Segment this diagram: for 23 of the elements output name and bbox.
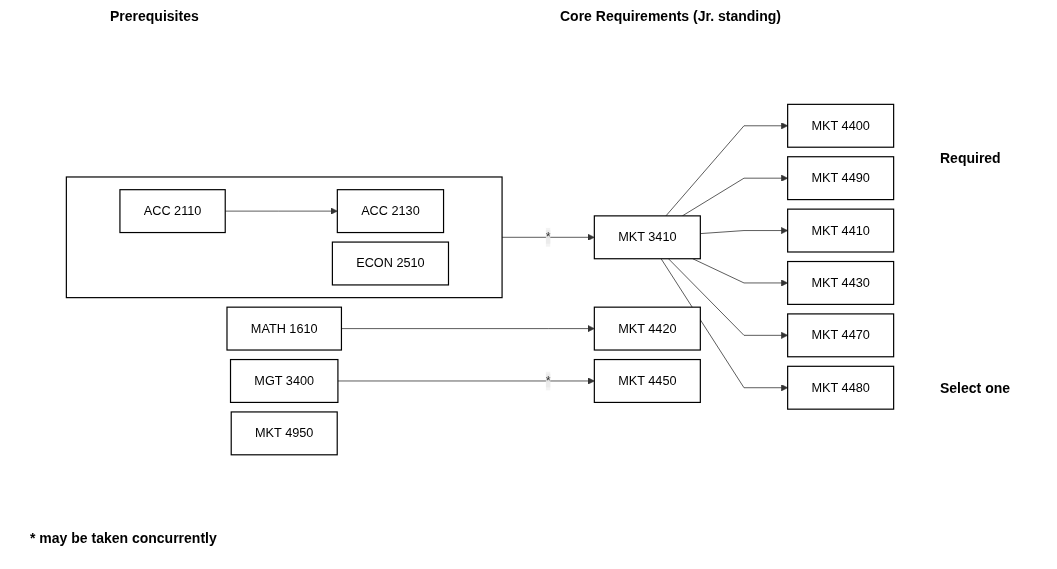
node-box: MKT 4950 [230,411,338,456]
node-box: MKT 4400 [787,104,895,149]
node-box: MKT 4430 [787,261,895,306]
node-box: ACC 2110 [119,189,226,234]
node-box: ACC 2130 [336,189,445,234]
column-heading: Core Requirements (Jr. standing) [560,8,781,24]
node-box: MKT 4490 [787,156,895,201]
edge-label: * [545,374,551,388]
node-box: MKT 4480 [787,366,895,411]
cluster [65,176,503,299]
node-box: MKT 4450 [593,359,701,404]
bracket-label: Select one [940,380,1011,396]
column-heading: Prerequisites [110,8,199,24]
node-box: MATH 1610 [226,307,343,352]
node-box: MKT 3410 [593,215,701,260]
node-box: MGT 3400 [229,359,339,404]
node-box: ECON 2510 [331,241,450,286]
node-box: MKT 4420 [593,307,701,352]
edge-label: * [545,230,551,245]
node-box: MKT 4470 [787,313,895,358]
bracket-label: Required [940,150,1001,166]
node-box: MKT 4410 [787,208,895,253]
footnote: * may be taken concurrently [30,530,217,546]
